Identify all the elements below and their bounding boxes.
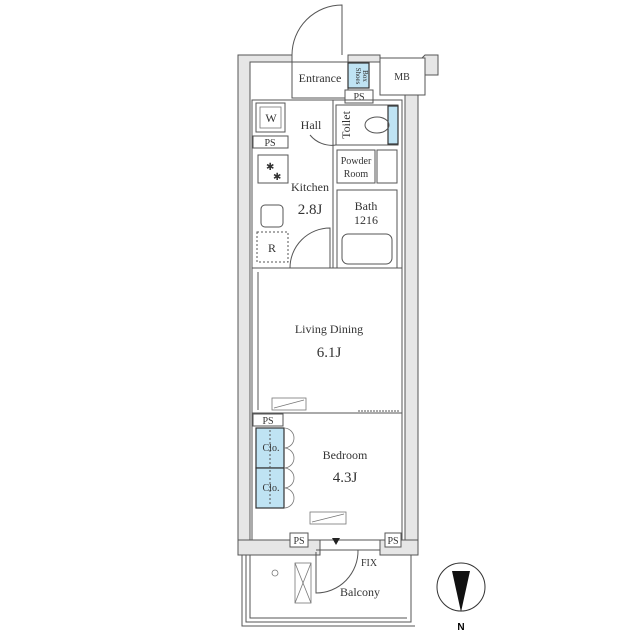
- mb-label: MB: [394, 72, 410, 83]
- outdoor-unit: [294, 562, 312, 604]
- kitchen-size: 2.8J: [298, 202, 323, 218]
- powder-room-label-2: Room: [344, 169, 369, 180]
- powder-room: [336, 149, 376, 184]
- shoes-box-label-2: Box: [361, 70, 369, 82]
- ps-label: PS: [264, 138, 275, 149]
- stove-icon: [257, 154, 289, 184]
- bath-label: Bath: [355, 199, 378, 213]
- hall-label: Hall: [301, 118, 322, 132]
- kitchen-door[interactable]: [289, 227, 331, 269]
- aircon-icon: [271, 397, 307, 411]
- pipe-space: [252, 413, 284, 427]
- living-dining-size: 6.1J: [317, 345, 342, 361]
- bathroom: [336, 189, 398, 269]
- ps-label: PS: [387, 536, 398, 547]
- closet-doors[interactable]: [283, 427, 295, 509]
- pipe-space: [384, 532, 402, 548]
- ps-label: PS: [293, 536, 304, 547]
- entry-arrow-icon: [332, 538, 340, 545]
- washer-space: [255, 102, 286, 133]
- ps-label: PS: [262, 416, 273, 427]
- ps-label: PS: [353, 92, 364, 103]
- pipe-space: [289, 532, 309, 548]
- interior-outline: [251, 99, 403, 541]
- bath-size: 1216: [354, 213, 378, 227]
- living-dining-label: Living Dining: [295, 322, 363, 336]
- fix-label: FIX: [361, 558, 378, 569]
- north-compass-icon: N: [436, 562, 486, 633]
- washer-label: W: [265, 111, 277, 125]
- washbasin: [376, 149, 398, 184]
- kitchen-label: Kitchen: [291, 180, 329, 194]
- burner-icon: ✱: [273, 172, 281, 183]
- sink-icon: [260, 204, 284, 228]
- toilet-icon: [364, 116, 390, 134]
- balcony-label: Balcony: [340, 585, 380, 599]
- entrance-label: Entrance: [299, 71, 342, 85]
- drain-icon: [271, 569, 279, 577]
- bedroom-size: 4.3J: [333, 470, 358, 486]
- aircon-icon: [309, 511, 347, 525]
- pipe-space: [252, 135, 289, 149]
- toilet-door[interactable]: [309, 134, 337, 146]
- shoes-box-label: Shoes: [354, 68, 362, 85]
- powder-room-label: Powder: [341, 156, 372, 167]
- refrigerator-space: [256, 231, 289, 263]
- shoes-box: [347, 62, 370, 89]
- refrigerator-label: R: [268, 241, 276, 255]
- entrance-door[interactable]: [291, 4, 343, 56]
- bathtub-icon: [341, 233, 393, 265]
- closet-label: Clo.: [263, 443, 280, 454]
- bedroom-label: Bedroom: [323, 448, 368, 462]
- burner-icon: ✱: [266, 162, 274, 173]
- entrance-area: [291, 61, 349, 99]
- meter-box: [379, 57, 426, 96]
- toilet-label: Toilet: [339, 110, 353, 138]
- toilet-storage: [387, 105, 399, 145]
- north-label: N: [457, 622, 464, 633]
- closet-label-2: Clo.: [263, 483, 280, 494]
- balcony-door[interactable]: [315, 549, 359, 594]
